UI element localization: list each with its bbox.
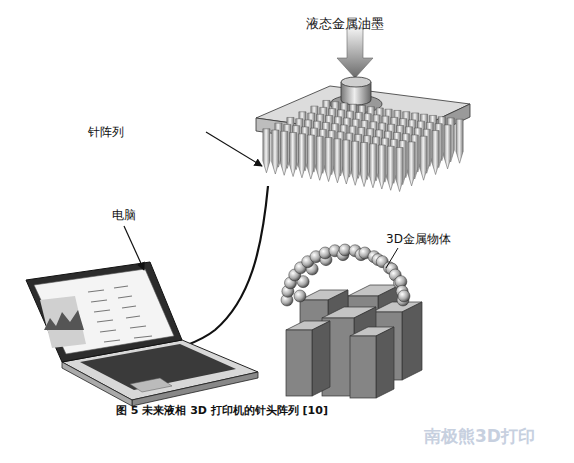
needle bbox=[420, 136, 427, 180]
metal-droplet bbox=[398, 290, 410, 302]
needle bbox=[432, 131, 439, 175]
needle bbox=[334, 139, 341, 183]
laptop bbox=[26, 262, 258, 406]
needle bbox=[325, 138, 332, 182]
leader-line bbox=[386, 248, 398, 268]
needle bbox=[408, 142, 415, 186]
needle bbox=[456, 119, 463, 163]
needle bbox=[298, 134, 305, 178]
part-label: 针阵列 bbox=[88, 125, 124, 140]
needle bbox=[352, 141, 359, 185]
needle bbox=[307, 135, 314, 179]
needle bbox=[396, 148, 403, 192]
metal-block bbox=[286, 321, 330, 396]
feed-arrow bbox=[337, 28, 373, 78]
needle bbox=[272, 130, 279, 174]
needle bbox=[444, 125, 451, 169]
leader-arrow bbox=[206, 132, 262, 166]
part-label: 3D金属物体 bbox=[386, 232, 451, 247]
part-label: 液态金属油墨 bbox=[306, 16, 384, 32]
metal-object bbox=[281, 244, 422, 398]
needle bbox=[281, 131, 288, 175]
needle bbox=[289, 133, 296, 177]
leader-arrow bbox=[124, 226, 144, 270]
metal-block bbox=[350, 327, 394, 398]
needle bbox=[378, 145, 385, 189]
watermark: 南极熊3D打印 bbox=[424, 426, 535, 446]
metal-droplet bbox=[294, 290, 306, 302]
needle-array bbox=[263, 100, 463, 191]
needle bbox=[369, 144, 376, 188]
needle bbox=[316, 136, 323, 180]
needle bbox=[343, 140, 350, 184]
part-label: 电脑 bbox=[112, 208, 136, 223]
needle bbox=[360, 143, 367, 187]
cable bbox=[175, 186, 268, 350]
needle bbox=[263, 129, 270, 173]
needle bbox=[387, 146, 394, 190]
figure-caption: 图 5 未来液相 3D 打印机的针头阵列 [10] bbox=[116, 404, 328, 418]
